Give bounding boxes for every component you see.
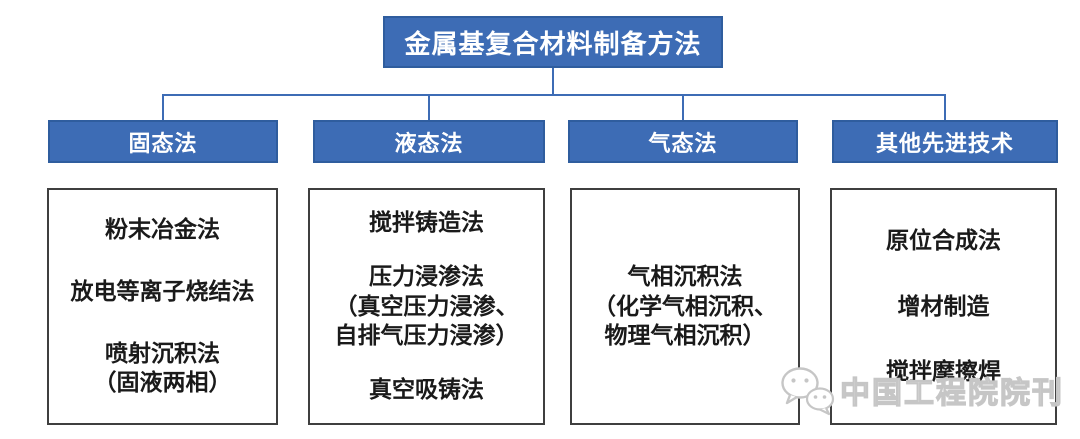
- connector-drop-other: [944, 95, 946, 120]
- connector-drop-gas: [682, 95, 684, 120]
- method-label: 物理气相沉积）: [604, 323, 766, 349]
- root-node: 金属基复合材料制备方法: [383, 16, 723, 68]
- connector-root-stub: [552, 68, 554, 95]
- method-group: 喷射沉积法 （固液两相）: [94, 339, 232, 399]
- method-group: 增材制造: [898, 292, 990, 322]
- connector-horizontal-line: [162, 94, 946, 96]
- branch-header-gas: 气态法: [568, 120, 798, 163]
- method-label: （真空压力浸渗、: [334, 293, 519, 319]
- branch-content-gas: 气相沉积法 （化学气相沉积、 物理气相沉积）: [570, 188, 800, 425]
- method-label: 粉末冶金法: [105, 216, 220, 242]
- method-group: 气相沉积法 （化学气相沉积、 物理气相沉积）: [593, 262, 777, 352]
- connector-drop-liquid: [428, 95, 430, 120]
- method-label: 真空吸铸法: [369, 377, 484, 403]
- method-label: 放电等离子烧结法: [70, 278, 255, 304]
- method-label: 自排气压力浸渗）: [334, 323, 519, 349]
- method-group: 真空吸铸法: [369, 375, 484, 405]
- method-label: 气相沉积法: [627, 263, 743, 289]
- method-label: 压力浸渗法: [369, 263, 484, 289]
- method-label: 原位合成法: [886, 227, 1001, 253]
- method-label: 搅拌铸造法: [369, 209, 484, 235]
- branch-header-solid: 固态法: [48, 120, 278, 163]
- method-group: 搅拌摩擦焊: [886, 357, 1001, 387]
- method-group: 搅拌铸造法: [369, 208, 484, 238]
- method-group: 压力浸渗法 （真空压力浸渗、 自排气压力浸渗）: [335, 262, 519, 352]
- method-label: （化学气相沉积、: [593, 293, 777, 319]
- method-label: 增材制造: [897, 293, 990, 319]
- branch-content-other: 原位合成法 增材制造 搅拌摩擦焊: [830, 188, 1057, 425]
- branch-content-liquid: 搅拌铸造法 压力浸渗法 （真空压力浸渗、 自排气压力浸渗） 真空吸铸法: [308, 188, 545, 425]
- branch-header-liquid: 液态法: [313, 120, 545, 163]
- method-label: （固液两相）: [93, 370, 232, 396]
- method-group: 放电等离子烧结法: [71, 277, 255, 307]
- connector-drop-solid: [162, 95, 164, 120]
- method-label: 搅拌摩擦焊: [886, 359, 1001, 385]
- method-group: 原位合成法: [886, 226, 1001, 256]
- method-label: 喷射沉积法: [105, 340, 220, 366]
- method-group: 粉末冶金法: [105, 215, 220, 245]
- branch-header-other: 其他先进技术: [832, 120, 1058, 163]
- branch-content-solid: 粉末冶金法 放电等离子烧结法 喷射沉积法 （固液两相）: [47, 188, 278, 425]
